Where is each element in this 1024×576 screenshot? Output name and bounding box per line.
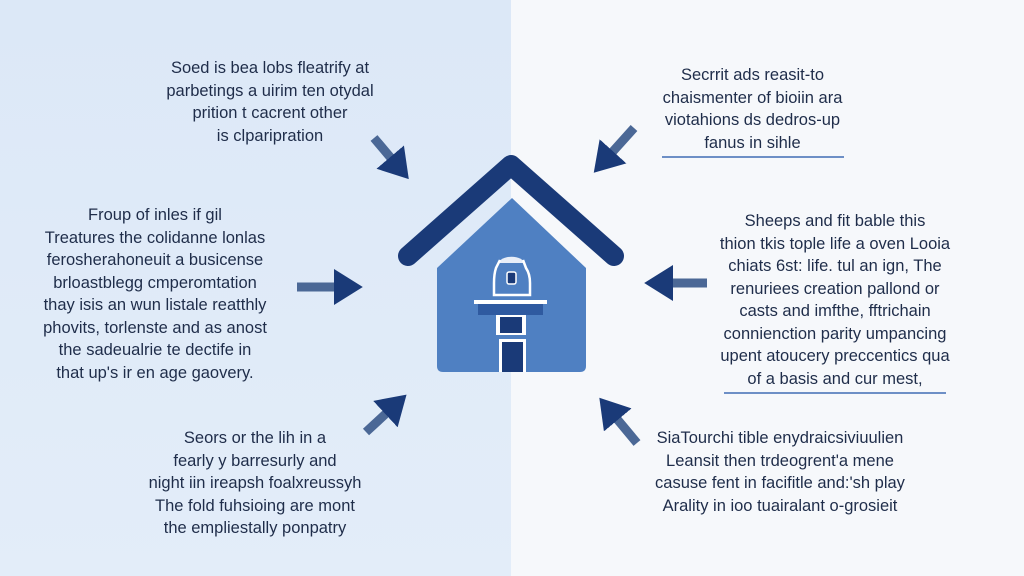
text-block-mid-right: Sheeps and fit bable this thion tkis top… bbox=[700, 210, 970, 394]
text-line: chiats 6st: life. tul an ign, The bbox=[728, 257, 942, 275]
text-line: Froup of inles if gil bbox=[88, 206, 222, 224]
text-line: Treatures the colidanne lonlas bbox=[44, 228, 266, 247]
text-line: of a basis and cur mest, bbox=[724, 368, 946, 394]
text-line: upent atoucery preccentics qua bbox=[720, 347, 950, 365]
arrow-icon-bottom-left bbox=[362, 394, 407, 436]
text-line: parbetings a uirim ten otydal bbox=[166, 81, 374, 100]
text-line: prition t cacrent other bbox=[192, 104, 348, 122]
right-panel-background bbox=[511, 0, 1024, 576]
text-line: chaismenter of bioiin ara bbox=[662, 88, 843, 107]
house-icon bbox=[398, 155, 624, 372]
text-line: the sadeualrie te dectife in bbox=[58, 341, 252, 359]
text-line: Secrrit ads reasit-to bbox=[680, 66, 825, 84]
text-line: SiaTourchi tible enydraicsiviuulien bbox=[656, 429, 904, 447]
text-line: The fold fuhsioing are mont bbox=[155, 496, 355, 515]
text-line: thion tkis tople life a oven Looia bbox=[719, 234, 951, 253]
text-line: ferosherahoneuit a busicense bbox=[46, 251, 264, 269]
text-line: casts and imfthe, fftrichain bbox=[739, 302, 931, 320]
text-line: Soed is bea lobs fleatrify at bbox=[170, 59, 370, 77]
text-block-bottom-left: Seors or the lih in a fearly y barresurl… bbox=[110, 427, 400, 540]
text-line: thay isis an wun listale reatthly bbox=[43, 296, 267, 314]
left-panel-background bbox=[0, 0, 511, 576]
text-block-bottom-right: SiaTourchi tible enydraicsiviuulien Lean… bbox=[630, 427, 930, 517]
text-line: casuse fent in facifitle and:'sh play bbox=[655, 474, 905, 492]
text-line: Arality in ioo tuairalant o-grosieit bbox=[662, 496, 898, 515]
text-block-top-right: Secrrit ads reasit-to chaismenter of bio… bbox=[615, 64, 890, 158]
text-line: fearly y barresurly and bbox=[173, 451, 337, 470]
text-line: connienction parity umpancing bbox=[723, 324, 947, 343]
text-line: is clparipration bbox=[216, 126, 324, 145]
podium-speaker-icon bbox=[474, 256, 547, 372]
arrow-icon-bottom-right bbox=[599, 397, 641, 446]
arrow-icon-top-right bbox=[593, 124, 638, 173]
text-line: viotahions ds dedros-up bbox=[664, 111, 841, 129]
text-line: night iin ireapsh foalxreussyh bbox=[148, 474, 362, 492]
text-line: renuriees creation pallond or bbox=[730, 279, 940, 298]
arrow-icon-top-left bbox=[370, 135, 409, 180]
text-line: brloastblegg cmperomtation bbox=[53, 273, 257, 292]
text-line: Seors or the lih in a bbox=[183, 429, 327, 447]
text-block-top-left: Soed is bea lobs fleatrify at parbetings… bbox=[120, 57, 420, 147]
text-line: Leansit then trdeogrent'a mene bbox=[666, 451, 894, 470]
text-line: fanus in sihle bbox=[661, 132, 844, 158]
text-line: phovits, torlenste and as anost bbox=[43, 318, 267, 337]
text-line: Sheeps and fit bable this bbox=[744, 212, 926, 230]
text-line: that up's ir en age gaovery. bbox=[56, 363, 254, 382]
text-line: the empliestally ponpatry bbox=[163, 519, 347, 537]
text-block-mid-left: Froup of inles if gil Treatures the coli… bbox=[10, 204, 300, 384]
